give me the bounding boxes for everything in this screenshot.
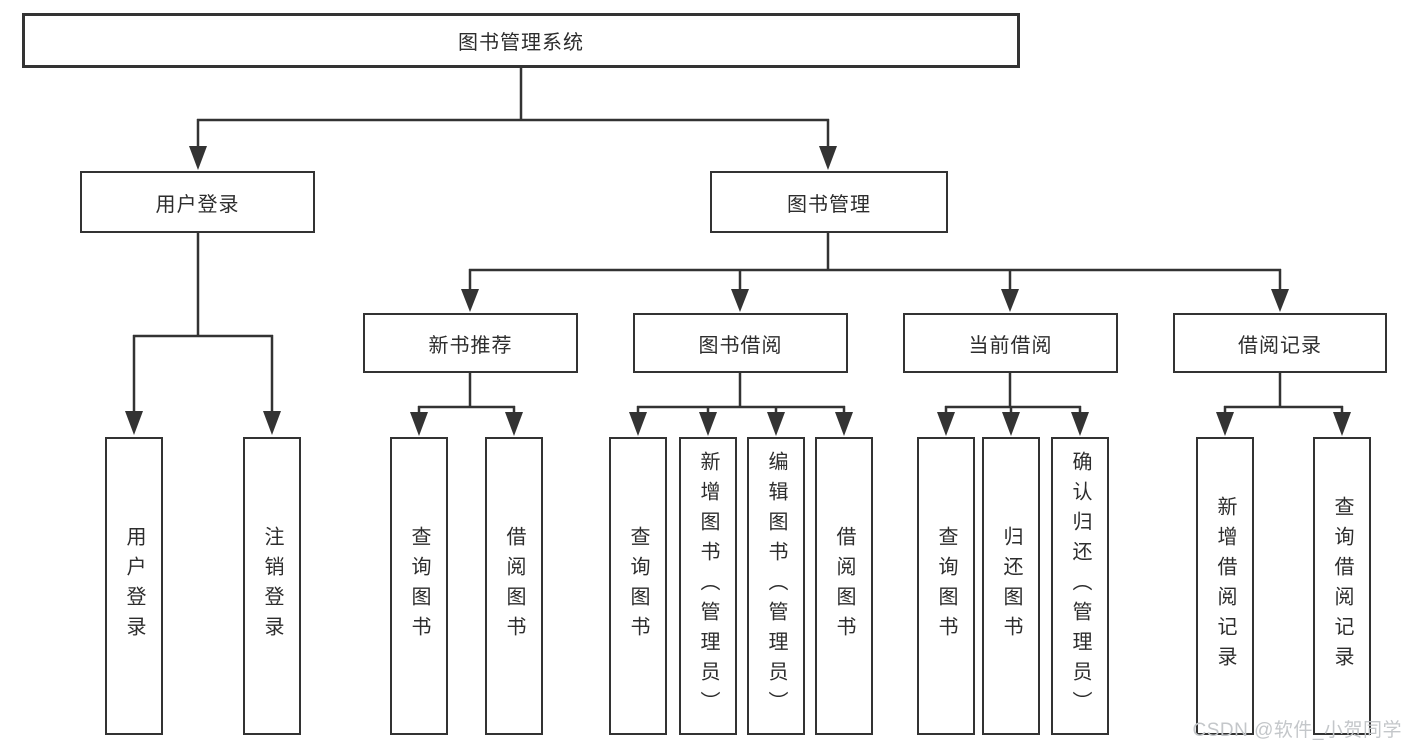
node-label: 图书管理系统 — [458, 32, 584, 54]
node-label: 编辑图书（管理员） — [765, 451, 787, 721]
node-label: 图书管理 — [787, 193, 871, 216]
node-label: 图书借阅 — [698, 334, 783, 357]
node-new-book-recommend: 新书推荐 — [363, 313, 578, 373]
leaf-add-borrow-record: 新增借阅记录 — [1196, 437, 1254, 735]
node-label: 用户登录 — [155, 193, 240, 216]
node-label: 当前借阅 — [968, 334, 1053, 357]
node-label: 借阅图书 — [503, 526, 525, 646]
connector-bookmgmt-children — [461, 233, 1289, 312]
node-label: 查询借阅记录 — [1331, 496, 1353, 676]
leaf-confirm-return-admin: 确认归还（管理员） — [1051, 437, 1109, 735]
leaf-borrow-books: 借阅图书 — [815, 437, 873, 735]
node-label: 借阅图书 — [833, 526, 855, 646]
node-label: 新增借阅记录 — [1214, 496, 1236, 676]
node-book-management-branch: 图书管理 — [710, 171, 948, 233]
connector-current-children — [937, 373, 1089, 436]
node-label: 归还图书 — [1000, 526, 1022, 646]
connector-userlogin-children — [125, 233, 281, 435]
node-label: 新书推荐 — [428, 334, 513, 357]
leaf-user-login: 用户登录 — [105, 437, 163, 735]
node-label: 借阅记录 — [1238, 334, 1322, 357]
leaf-edit-books-admin: 编辑图书（管理员） — [747, 437, 805, 735]
connector-borrow-children — [629, 373, 853, 436]
node-book-borrowing: 图书借阅 — [633, 313, 848, 373]
node-label: 注销登录 — [261, 526, 283, 646]
leaf-return-books: 归还图书 — [982, 437, 1040, 735]
node-label: 确认归还（管理员） — [1069, 451, 1091, 721]
csdn-watermark: CSDN @软件_小贺同学 — [1192, 720, 1402, 741]
connector-root-to-level2 — [189, 68, 837, 170]
leaf-query-books-current: 查询图书 — [917, 437, 975, 735]
leaf-add-books-admin: 新增图书（管理员） — [679, 437, 737, 735]
node-label: 用户登录 — [123, 526, 145, 646]
node-label: 查询图书 — [935, 526, 957, 646]
connector-records-children — [1216, 373, 1351, 436]
connector-newbooks-children — [410, 373, 523, 436]
node-label: 查询图书 — [627, 526, 649, 646]
leaf-query-books-recommend: 查询图书 — [390, 437, 448, 735]
node-current-borrowing: 当前借阅 — [903, 313, 1118, 373]
node-root-system: 图书管理系统 — [22, 13, 1020, 68]
leaf-query-borrow-record: 查询借阅记录 — [1313, 437, 1371, 735]
node-label: 查询图书 — [408, 526, 430, 646]
node-borrow-records: 借阅记录 — [1173, 313, 1387, 373]
leaf-logout: 注销登录 — [243, 437, 301, 735]
leaf-query-books-borrow: 查询图书 — [609, 437, 667, 735]
node-label: 新增图书（管理员） — [697, 451, 719, 721]
leaf-borrow-books-recommend: 借阅图书 — [485, 437, 543, 735]
node-user-login-branch: 用户登录 — [80, 171, 315, 233]
